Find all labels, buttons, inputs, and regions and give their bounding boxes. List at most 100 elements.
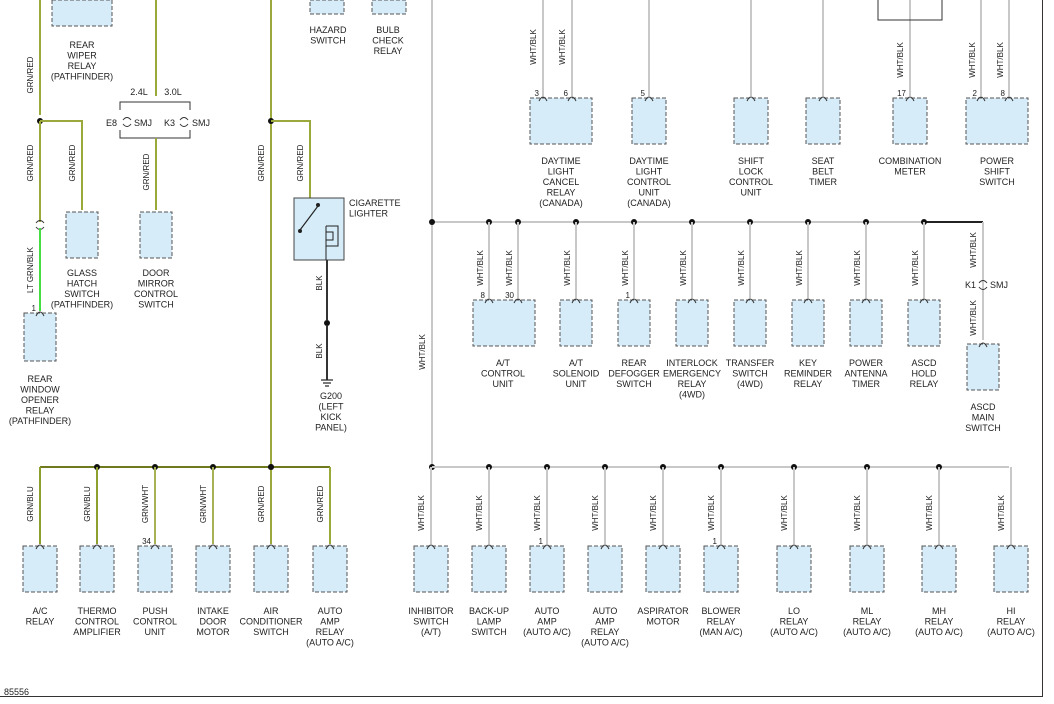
wire-color-label: GRN/RED: [316, 485, 325, 522]
rear-window-opener-relay-label: WINDOW: [20, 385, 60, 395]
wire-color-label: WHT/BLK: [795, 250, 804, 286]
blower-relay-label: RELAY: [707, 617, 736, 627]
at-control-unit-label: UNIT: [493, 379, 514, 389]
ascd-hold-relay-box: [907, 299, 941, 347]
combination-meter-bracket: [877, 0, 943, 21]
ground-g200-label: (LEFT: [318, 402, 344, 412]
aspirator-motor-label: ASPIRATOR: [637, 606, 689, 616]
combination-meter-pin-number: 17: [897, 89, 906, 98]
mh-relay-terminal: [934, 544, 944, 550]
door-mirror-control-switch-label: MIRROR: [138, 279, 175, 289]
hi-relay-label: RELAY: [997, 617, 1026, 627]
rear-window-opener-relay-label: REAR: [27, 374, 53, 384]
wire-color-label: WHT/BLK: [996, 42, 1005, 78]
key-reminder-relay-box: [791, 299, 825, 347]
transfer-switch-label: (4WD): [737, 379, 763, 389]
key-reminder-relay-label: KEY: [799, 358, 817, 368]
interlock-emergency-relay-label: RELAY: [678, 379, 707, 389]
daytime-light-control-unit-label: DAYTIME: [629, 156, 668, 166]
thermo-control-amplifier-label: THERMO: [78, 606, 117, 616]
intake-door-motor-box: [195, 545, 231, 593]
bulb-check-relay-label: BULB: [376, 25, 400, 35]
wire-color-label: GRN/RED: [257, 485, 266, 522]
transfer-switch-label: TRANSFER: [726, 358, 775, 368]
rear-wiper-relay-box: [51, 0, 113, 27]
glass-hatch-switch-label: GLASS: [67, 268, 97, 278]
auto-amp-relay-label: RELAY: [591, 627, 620, 637]
ac-relay-terminal: [35, 544, 45, 550]
ascd-hold-relay-label: HOLD: [911, 369, 937, 379]
power-antenna-timer-terminal: [861, 298, 871, 304]
power-shift-switch-pin-number: 8: [1001, 89, 1006, 98]
back-up-lamp-switch-label: BACK-UP: [469, 606, 509, 616]
wire-color-label: WHT/BLK: [969, 300, 978, 336]
ac-relay-label: RELAY: [26, 617, 55, 627]
inline-connector: [179, 117, 189, 121]
thermo-control-amplifier-label: AMPLIFIER: [73, 627, 121, 637]
back-up-lamp-switch-box: [471, 545, 507, 593]
inhibitor-switch-terminal: [426, 544, 436, 550]
shift-lock-control-unit-label: LOCK: [739, 167, 764, 177]
wire-color-label: WHT/BLK: [853, 250, 862, 286]
interlock-emergency-relay-label: INTERLOCK: [666, 358, 718, 368]
wire-color-label: BLK: [315, 275, 324, 291]
wire-color-label: WHT/BLK: [925, 495, 934, 531]
at-solenoid-unit-box: [559, 299, 593, 347]
wire-color-label: WHT/BLK: [621, 250, 630, 286]
bulb-check-relay-box: [371, 0, 407, 15]
wire-color-label: WHT/BLK: [969, 232, 978, 268]
daytime-light-control-unit-terminal: [644, 96, 654, 102]
ml-relay-terminal: [862, 544, 872, 550]
auto-amp-pin-number: 1: [539, 537, 544, 546]
rear-window-opener-relay-label: RELAY: [26, 406, 55, 416]
seat-belt-timer-box: [805, 97, 841, 145]
transfer-switch-box: [733, 299, 767, 347]
power-shift-switch-terminal: [1004, 96, 1014, 102]
auto-amp-relay-label: AMP: [595, 617, 615, 627]
lighter-contact: [316, 203, 320, 207]
blower-relay-label: BLOWER: [701, 606, 741, 616]
ascd-main-switch-label: SWITCH: [965, 423, 1001, 433]
wire-color-label: WHT/BLK: [780, 495, 789, 531]
power-shift-switch-pin-number: 2: [973, 89, 978, 98]
engine-option-label: 3.0L: [164, 87, 182, 97]
wire-color-label: WHT/BLK: [417, 495, 426, 531]
daytime-light-control-unit-label: LIGHT: [636, 167, 663, 177]
shift-lock-control-unit-label: CONTROL: [729, 177, 773, 187]
auto-amp-terminal: [542, 544, 552, 550]
daytime-light-cancel-relay-label: RELAY: [547, 188, 576, 198]
key-reminder-relay-label: REMINDER: [784, 369, 833, 379]
daytime-light-control-unit-label: (CANADA): [627, 198, 671, 208]
inline-connector: [122, 123, 132, 127]
connector-k3-label: K3: [164, 118, 175, 128]
auto-amp-label: AMP: [537, 617, 557, 627]
push-control-unit-label: UNIT: [145, 627, 166, 637]
hi-relay-label: (AUTO A/C): [987, 627, 1035, 637]
rear-window-opener-relay-terminal: [35, 311, 45, 317]
connector-k1-type: SMJ: [990, 280, 1008, 290]
auto-amp-relay-left-box: [312, 545, 348, 593]
daytime-light-cancel-relay-label: DAYTIME: [541, 156, 580, 166]
hazard-switch-label: HAZARD: [309, 25, 347, 35]
rear-defogger-switch-label: DEFOGGER: [608, 369, 660, 379]
ascd-hold-relay-label: RELAY: [910, 379, 939, 389]
connector-k1-label: K1: [965, 280, 976, 290]
wire-color-label: GRN/WHT: [141, 485, 150, 523]
rear-defogger-switch-pin-number: 1: [626, 291, 631, 300]
at-solenoid-unit-label: SOLENOID: [553, 369, 600, 379]
daytime-light-cancel-relay-pin-number: 6: [564, 89, 569, 98]
rear-wiper-relay-label: (PATHFINDER): [51, 72, 113, 82]
rear-wiper-relay-label: WIPER: [67, 51, 97, 61]
inhibitor-switch-label: INHIBITOR: [408, 606, 454, 616]
wire-color-label: WHT/BLK: [558, 29, 567, 65]
shift-lock-control-unit-label: UNIT: [741, 188, 762, 198]
bulb-check-relay-label: RELAY: [374, 46, 403, 56]
blower-relay-label: (MAN A/C): [699, 627, 742, 637]
inline-connector: [978, 280, 988, 284]
wire-color-label: WHT/BLK: [563, 250, 572, 286]
seat-belt-timer-label: SEAT: [812, 156, 835, 166]
ascd-main-switch-box: [966, 343, 1000, 391]
lighter-coil: [326, 231, 334, 241]
blower-relay-terminal: [716, 544, 726, 550]
intake-door-motor-label: MOTOR: [196, 627, 230, 637]
